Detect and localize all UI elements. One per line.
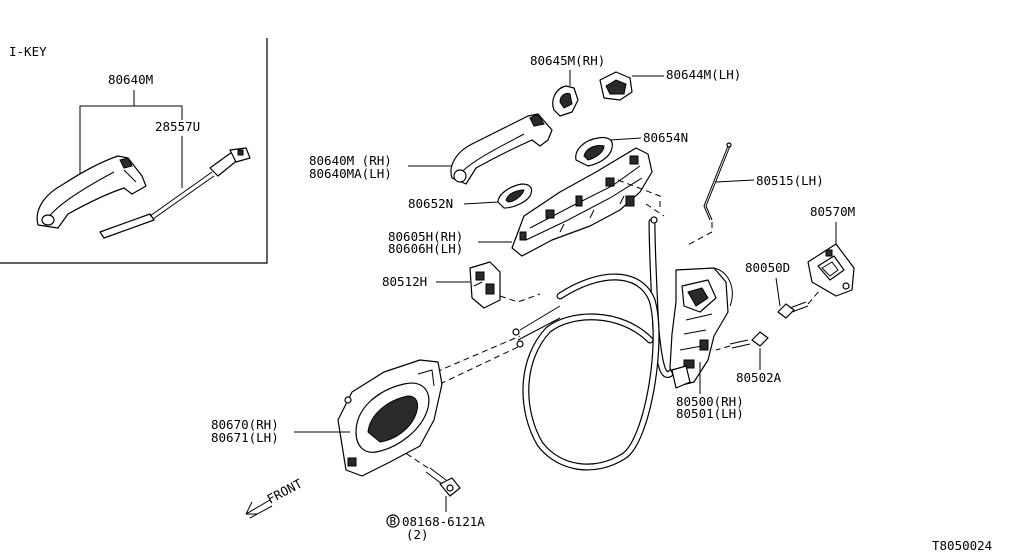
callout-inside-handle-lh: 80671(LH) bbox=[211, 430, 279, 445]
assembly-dash-bolt bbox=[403, 451, 429, 469]
front-label: FRONT bbox=[264, 476, 305, 507]
callout-striker: 80570M bbox=[810, 204, 855, 219]
bolt-part bbox=[425, 467, 461, 497]
striker-part bbox=[807, 243, 855, 297]
callout-ikey-handle: 80640M bbox=[108, 72, 153, 87]
callout-lock-lh: 80501(LH) bbox=[676, 406, 744, 421]
leader-rod bbox=[715, 179, 755, 183]
callout-bracket-lh: 80606H(LH) bbox=[388, 241, 463, 256]
gasket-rear-part bbox=[497, 183, 533, 209]
callout-inside-handle-rh: 80670(RH) bbox=[211, 417, 279, 432]
front-arrow: FRONT bbox=[245, 476, 305, 519]
assembly-dash-rod bbox=[685, 222, 713, 247]
door-lock-part bbox=[669, 267, 733, 389]
leader-striker-screw bbox=[775, 277, 781, 307]
striker-screw-part bbox=[777, 301, 809, 319]
leader-gasket-front bbox=[609, 137, 642, 141]
ikey-outside-handle bbox=[36, 155, 147, 229]
callout-gasket-rear: 80652N bbox=[408, 196, 453, 211]
rod-part bbox=[703, 142, 732, 221]
diagram-id: T8050024 bbox=[932, 538, 992, 553]
assembly-dash-protector bbox=[499, 293, 541, 303]
escutcheon-rh-part bbox=[552, 85, 579, 117]
callout-lock-rh: 80500(RH) bbox=[676, 394, 744, 409]
protector-part bbox=[469, 261, 501, 309]
handle-bracket-part bbox=[511, 147, 653, 257]
assembly-dash-inside-1 bbox=[435, 335, 521, 373]
ikey-inset: I-KEY 80640M 28557U bbox=[0, 38, 268, 264]
callout-bolt: 08168-6121A bbox=[402, 514, 485, 529]
callout-lock-screw: 80502A bbox=[736, 370, 782, 385]
assembly-dash-1 bbox=[617, 179, 661, 210]
callout-rod: 80515(LH) bbox=[756, 173, 824, 188]
ikey-section-label: I-KEY bbox=[9, 44, 47, 59]
callout-outside-handle-rh: 80640M (RH) bbox=[309, 153, 392, 168]
callout-striker-screw: 80050D bbox=[745, 260, 790, 275]
callout-bracket-rh: 80605H(RH) bbox=[388, 229, 463, 244]
callout-gasket-front: 80654N bbox=[643, 130, 688, 145]
bolt-marker-circle bbox=[386, 514, 400, 528]
cables bbox=[512, 216, 676, 471]
callout-escutcheon-rh: 80645M(RH) bbox=[530, 53, 605, 68]
leader-gasket-rear bbox=[463, 201, 499, 205]
bolt-marker: B bbox=[390, 515, 397, 528]
callout-bolt-qty: (2) bbox=[406, 527, 429, 542]
assembly-dash-striker bbox=[807, 289, 821, 305]
inside-handle-part bbox=[337, 359, 443, 477]
callout-ikey-antenna: 28557U bbox=[155, 119, 200, 134]
lock-screw-part bbox=[729, 331, 769, 349]
gasket-front-part bbox=[575, 136, 613, 167]
outside-handle-part bbox=[450, 113, 553, 185]
callout-escutcheon-lh: 80644M(LH) bbox=[666, 67, 741, 82]
escutcheon-lh-part bbox=[599, 71, 633, 101]
callout-outside-handle-lh: 80640MA(LH) bbox=[309, 166, 392, 181]
assembly-dash-2 bbox=[645, 203, 665, 217]
assembly-dash-inside-2 bbox=[439, 345, 521, 385]
callout-protector: 80512H bbox=[382, 274, 427, 289]
ikey-inset-frame bbox=[0, 38, 268, 264]
leader-ikey-handle bbox=[79, 105, 183, 175]
ikey-antenna bbox=[99, 147, 251, 239]
assembly-dash-lock-screw bbox=[715, 345, 731, 351]
